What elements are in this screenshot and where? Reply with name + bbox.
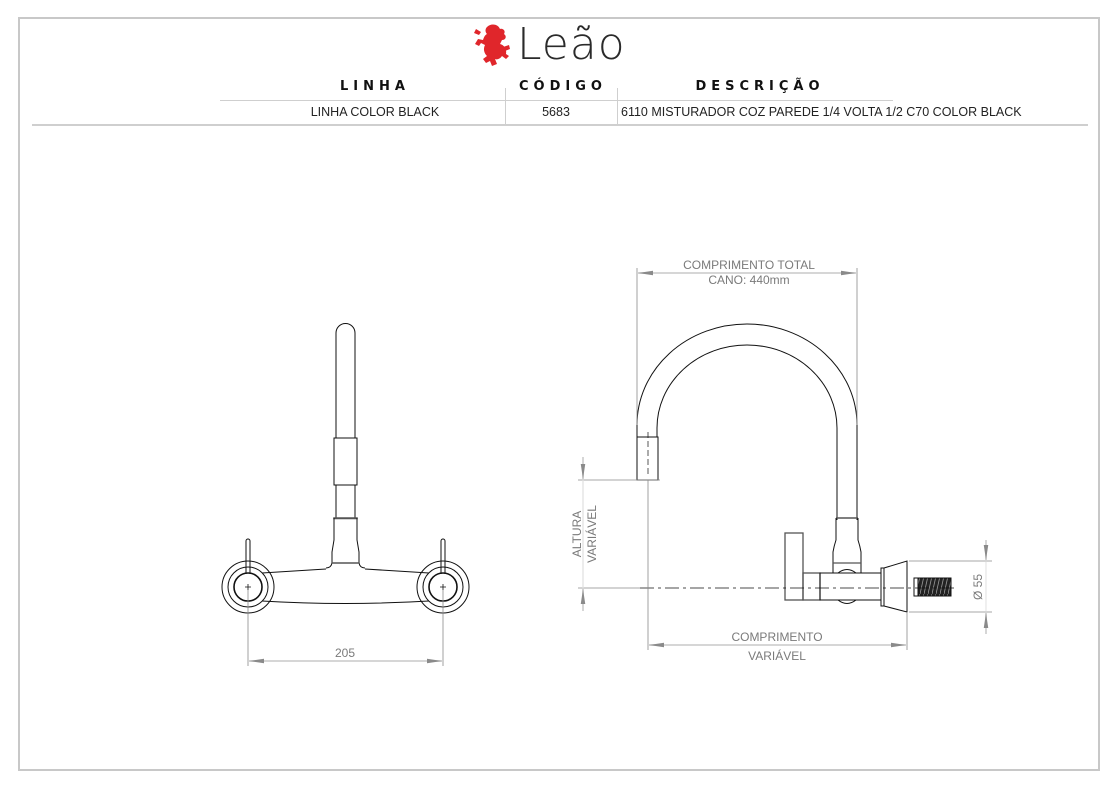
brand-logo: Leão bbox=[473, 22, 626, 68]
left-handle bbox=[245, 538, 251, 574]
body-bottom bbox=[261, 600, 430, 604]
linha-value: LINHA COLOR BLACK bbox=[310, 105, 440, 119]
codigo-value: 5683 bbox=[542, 105, 570, 119]
brand-name: Leão bbox=[517, 19, 626, 70]
wall-flange bbox=[880, 560, 908, 613]
body-top bbox=[261, 568, 430, 574]
spout-collar bbox=[333, 437, 358, 486]
header-divider-top bbox=[220, 100, 893, 101]
height-label-1: ALTURA bbox=[570, 511, 584, 557]
column-header-linha: LINHA bbox=[340, 79, 410, 94]
length-label-2: VARIÁVEL bbox=[748, 648, 806, 663]
column-header-descricao: DESCRIÇÃO bbox=[695, 79, 825, 94]
front-view bbox=[221, 323, 470, 614]
lion-icon bbox=[474, 24, 510, 66]
diameter-label: Ø 55 bbox=[971, 574, 985, 600]
front-dimension-205 bbox=[247, 590, 444, 666]
drawing-frame bbox=[18, 17, 1100, 771]
spout-inner bbox=[656, 344, 838, 520]
spout-tube bbox=[335, 323, 356, 438]
threaded-connector bbox=[913, 577, 952, 597]
spout-outer bbox=[636, 323, 858, 520]
aerator bbox=[636, 436, 659, 481]
spout-total-label: COMPRIMENTO TOTAL bbox=[683, 258, 815, 272]
header-divider-bottom bbox=[32, 124, 1088, 126]
side-dimensions bbox=[578, 268, 992, 650]
column-divider-1 bbox=[505, 88, 506, 124]
spout-total-value: CANO: 440mm bbox=[708, 273, 789, 287]
column-header-codigo: CÓDIGO bbox=[519, 79, 607, 94]
length-label-1: COMPRIMENTO bbox=[731, 630, 822, 644]
side-view bbox=[636, 323, 955, 613]
lever-handle bbox=[784, 532, 804, 601]
right-handle bbox=[440, 538, 446, 574]
descricao-value: 6110 MISTURADOR COZ PAREDE 1/4 VOLTA 1/2… bbox=[621, 105, 1022, 119]
column-divider-2 bbox=[617, 88, 618, 124]
dimension-205: 205 bbox=[335, 646, 355, 660]
height-label-2: VARIÁVEL bbox=[584, 505, 599, 563]
